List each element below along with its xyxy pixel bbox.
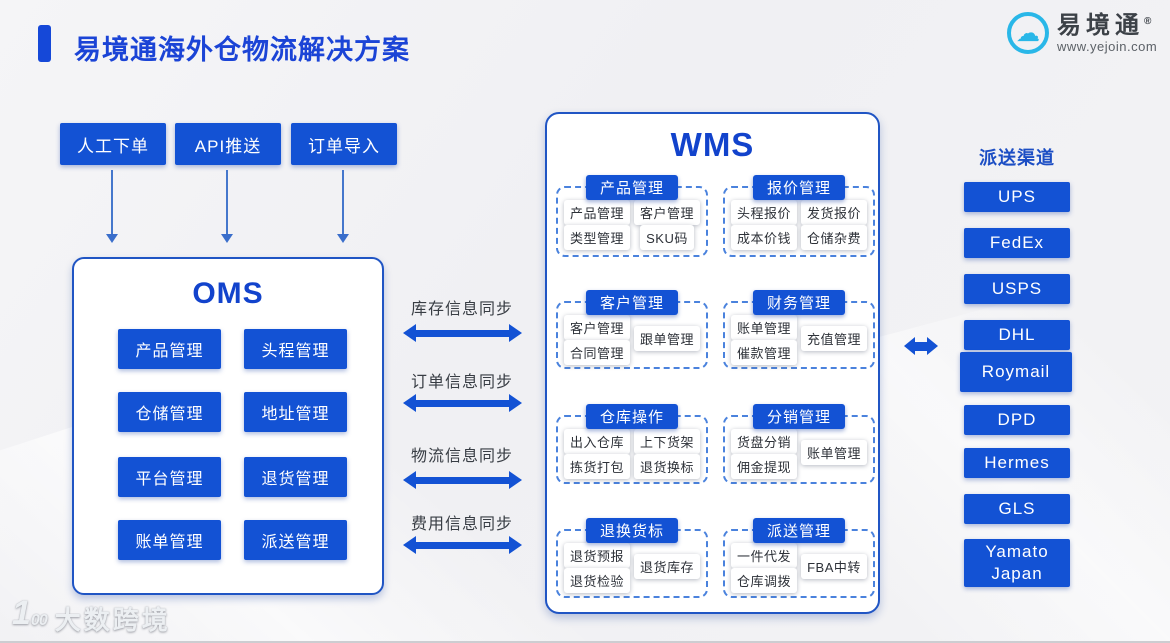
channel-hermes: Hermes xyxy=(964,448,1070,478)
wms-item: 客户管理 xyxy=(563,315,630,340)
oms-panel: OMS 产品管理 头程管理 仓储管理 地址管理 平台管理 退货管理 账单管理 派… xyxy=(72,257,384,595)
channel-fedex: FedEx xyxy=(964,228,1070,258)
wms-group-header: 报价管理 xyxy=(752,175,846,200)
wms-item: 充值管理 xyxy=(800,325,867,351)
wms-item: 出入仓库 xyxy=(563,429,630,454)
wms-item: 上下货架 xyxy=(633,429,700,454)
oms-item: 地址管理 xyxy=(244,392,347,432)
sync-label: 物流信息同步 xyxy=(410,448,513,465)
wms-item: 成本价钱 xyxy=(730,225,797,250)
order-source-import: 订单导入 xyxy=(291,123,397,165)
wms-group-customer: 客户管理 客户管理合同管理 跟单管理 xyxy=(556,290,708,369)
wms-item: 跟单管理 xyxy=(633,325,700,351)
wms-item: 佣金提现 xyxy=(730,454,797,479)
sync-label: 费用信息同步 xyxy=(410,516,513,533)
sync-arrow-icon xyxy=(403,536,522,554)
wms-item: 一件代发 xyxy=(730,543,797,568)
watermark-logo-icon: 100 xyxy=(12,594,48,632)
sync-arrow-icon xyxy=(403,324,522,342)
wms-group-header: 派送管理 xyxy=(752,518,846,543)
sync-label: 库存信息同步 xyxy=(410,301,513,318)
sync-label: 订单信息同步 xyxy=(410,374,513,391)
channel-gls: GLS xyxy=(964,494,1070,524)
wms-group-header: 退换货标 xyxy=(585,518,679,543)
wms-group-header: 客户管理 xyxy=(585,290,679,315)
channel-usps: USPS xyxy=(964,274,1070,304)
oms-item: 产品管理 xyxy=(118,329,221,369)
wms-group-header: 分销管理 xyxy=(752,404,846,429)
registered-mark: ® xyxy=(1144,15,1152,27)
channel-dhl: DHL xyxy=(964,320,1070,350)
wms-group-header: 仓库操作 xyxy=(585,404,679,429)
wms-item: 合同管理 xyxy=(563,340,630,365)
down-arrow-icon xyxy=(221,170,233,243)
order-source-api: API推送 xyxy=(175,123,281,165)
wms-group-header: 财务管理 xyxy=(752,290,846,315)
watermark-text: 大数跨境 xyxy=(54,605,171,635)
wms-item: 退货换标 xyxy=(633,454,700,479)
brand-url: www.yejoin.com xyxy=(1057,38,1158,54)
oms-title: OMS xyxy=(192,277,264,310)
wms-item: 客户管理 xyxy=(633,200,700,225)
wms-item: 头程报价 xyxy=(730,200,797,225)
wms-item: 货盘分销 xyxy=(730,429,797,454)
wms-item: 类型管理 xyxy=(563,225,630,250)
exchange-arrow-icon xyxy=(904,337,938,355)
cloud-logo-icon: ☁ xyxy=(1007,12,1049,54)
wms-title: WMS xyxy=(670,126,755,163)
oms-item: 头程管理 xyxy=(244,329,347,369)
oms-item: 平台管理 xyxy=(118,457,221,497)
channel-ups: UPS xyxy=(964,182,1070,212)
wms-item: 账单管理 xyxy=(800,440,867,465)
oms-item: 派送管理 xyxy=(244,520,347,560)
wms-item: FBA中转 xyxy=(801,554,867,579)
wms-item: 退货库存 xyxy=(633,554,700,579)
page-title: 易境通海外仓物流解决方案 xyxy=(74,35,410,65)
wms-group-quote: 报价管理 头程报价成本价钱 发货报价仓储杂费 xyxy=(723,175,875,257)
wms-item: 仓储杂费 xyxy=(800,225,867,250)
order-source-manual: 人工下单 xyxy=(60,123,166,165)
wms-item: 仓库调拨 xyxy=(730,568,797,593)
oms-item: 账单管理 xyxy=(118,520,221,560)
brand-name: 易境通 xyxy=(1057,11,1144,39)
channels-title: 派送渠道 xyxy=(979,148,1055,168)
sync-arrow-icon xyxy=(403,394,522,412)
sync-arrow-icon xyxy=(403,471,522,489)
wms-item: 产品管理 xyxy=(563,200,630,225)
wms-item: 拣货打包 xyxy=(563,454,630,479)
wms-item: 退货预报 xyxy=(563,543,630,568)
wms-item: 催款管理 xyxy=(730,340,797,365)
channel-yamato-japan: Yamato Japan xyxy=(964,539,1070,587)
wms-group-distribution: 分销管理 货盘分销佣金提现 账单管理 xyxy=(723,404,875,484)
watermark: 100 大数跨境 xyxy=(12,596,171,637)
title-accent-bar xyxy=(38,25,51,62)
wms-group-returns: 退换货标 退货预报退货检验 退货库存 xyxy=(556,518,708,598)
brand-logo: ☁ 易境通® www.yejoin.com xyxy=(1007,12,1157,54)
down-arrow-icon xyxy=(337,170,349,243)
wms-item: 退货检验 xyxy=(563,568,630,593)
wms-group-header: 产品管理 xyxy=(585,175,679,200)
oms-item: 仓储管理 xyxy=(118,392,221,432)
wms-item: SKU码 xyxy=(640,225,694,250)
brand-logo-text: 易境通® www.yejoin.com xyxy=(1057,11,1158,54)
wms-group-warehouse-ops: 仓库操作 出入仓库拣货打包 上下货架退货换标 xyxy=(556,404,708,484)
wms-group-finance: 财务管理 账单管理催款管理 充值管理 xyxy=(723,290,875,369)
channel-dpd: DPD xyxy=(964,405,1070,435)
wms-item: 发货报价 xyxy=(800,200,867,225)
oms-item: 退货管理 xyxy=(244,457,347,497)
wms-item: 账单管理 xyxy=(730,315,797,340)
down-arrow-icon xyxy=(106,170,118,243)
wms-group-delivery: 派送管理 一件代发仓库调拨 FBA中转 xyxy=(723,518,875,598)
channel-roymail: Roymail xyxy=(960,352,1072,392)
